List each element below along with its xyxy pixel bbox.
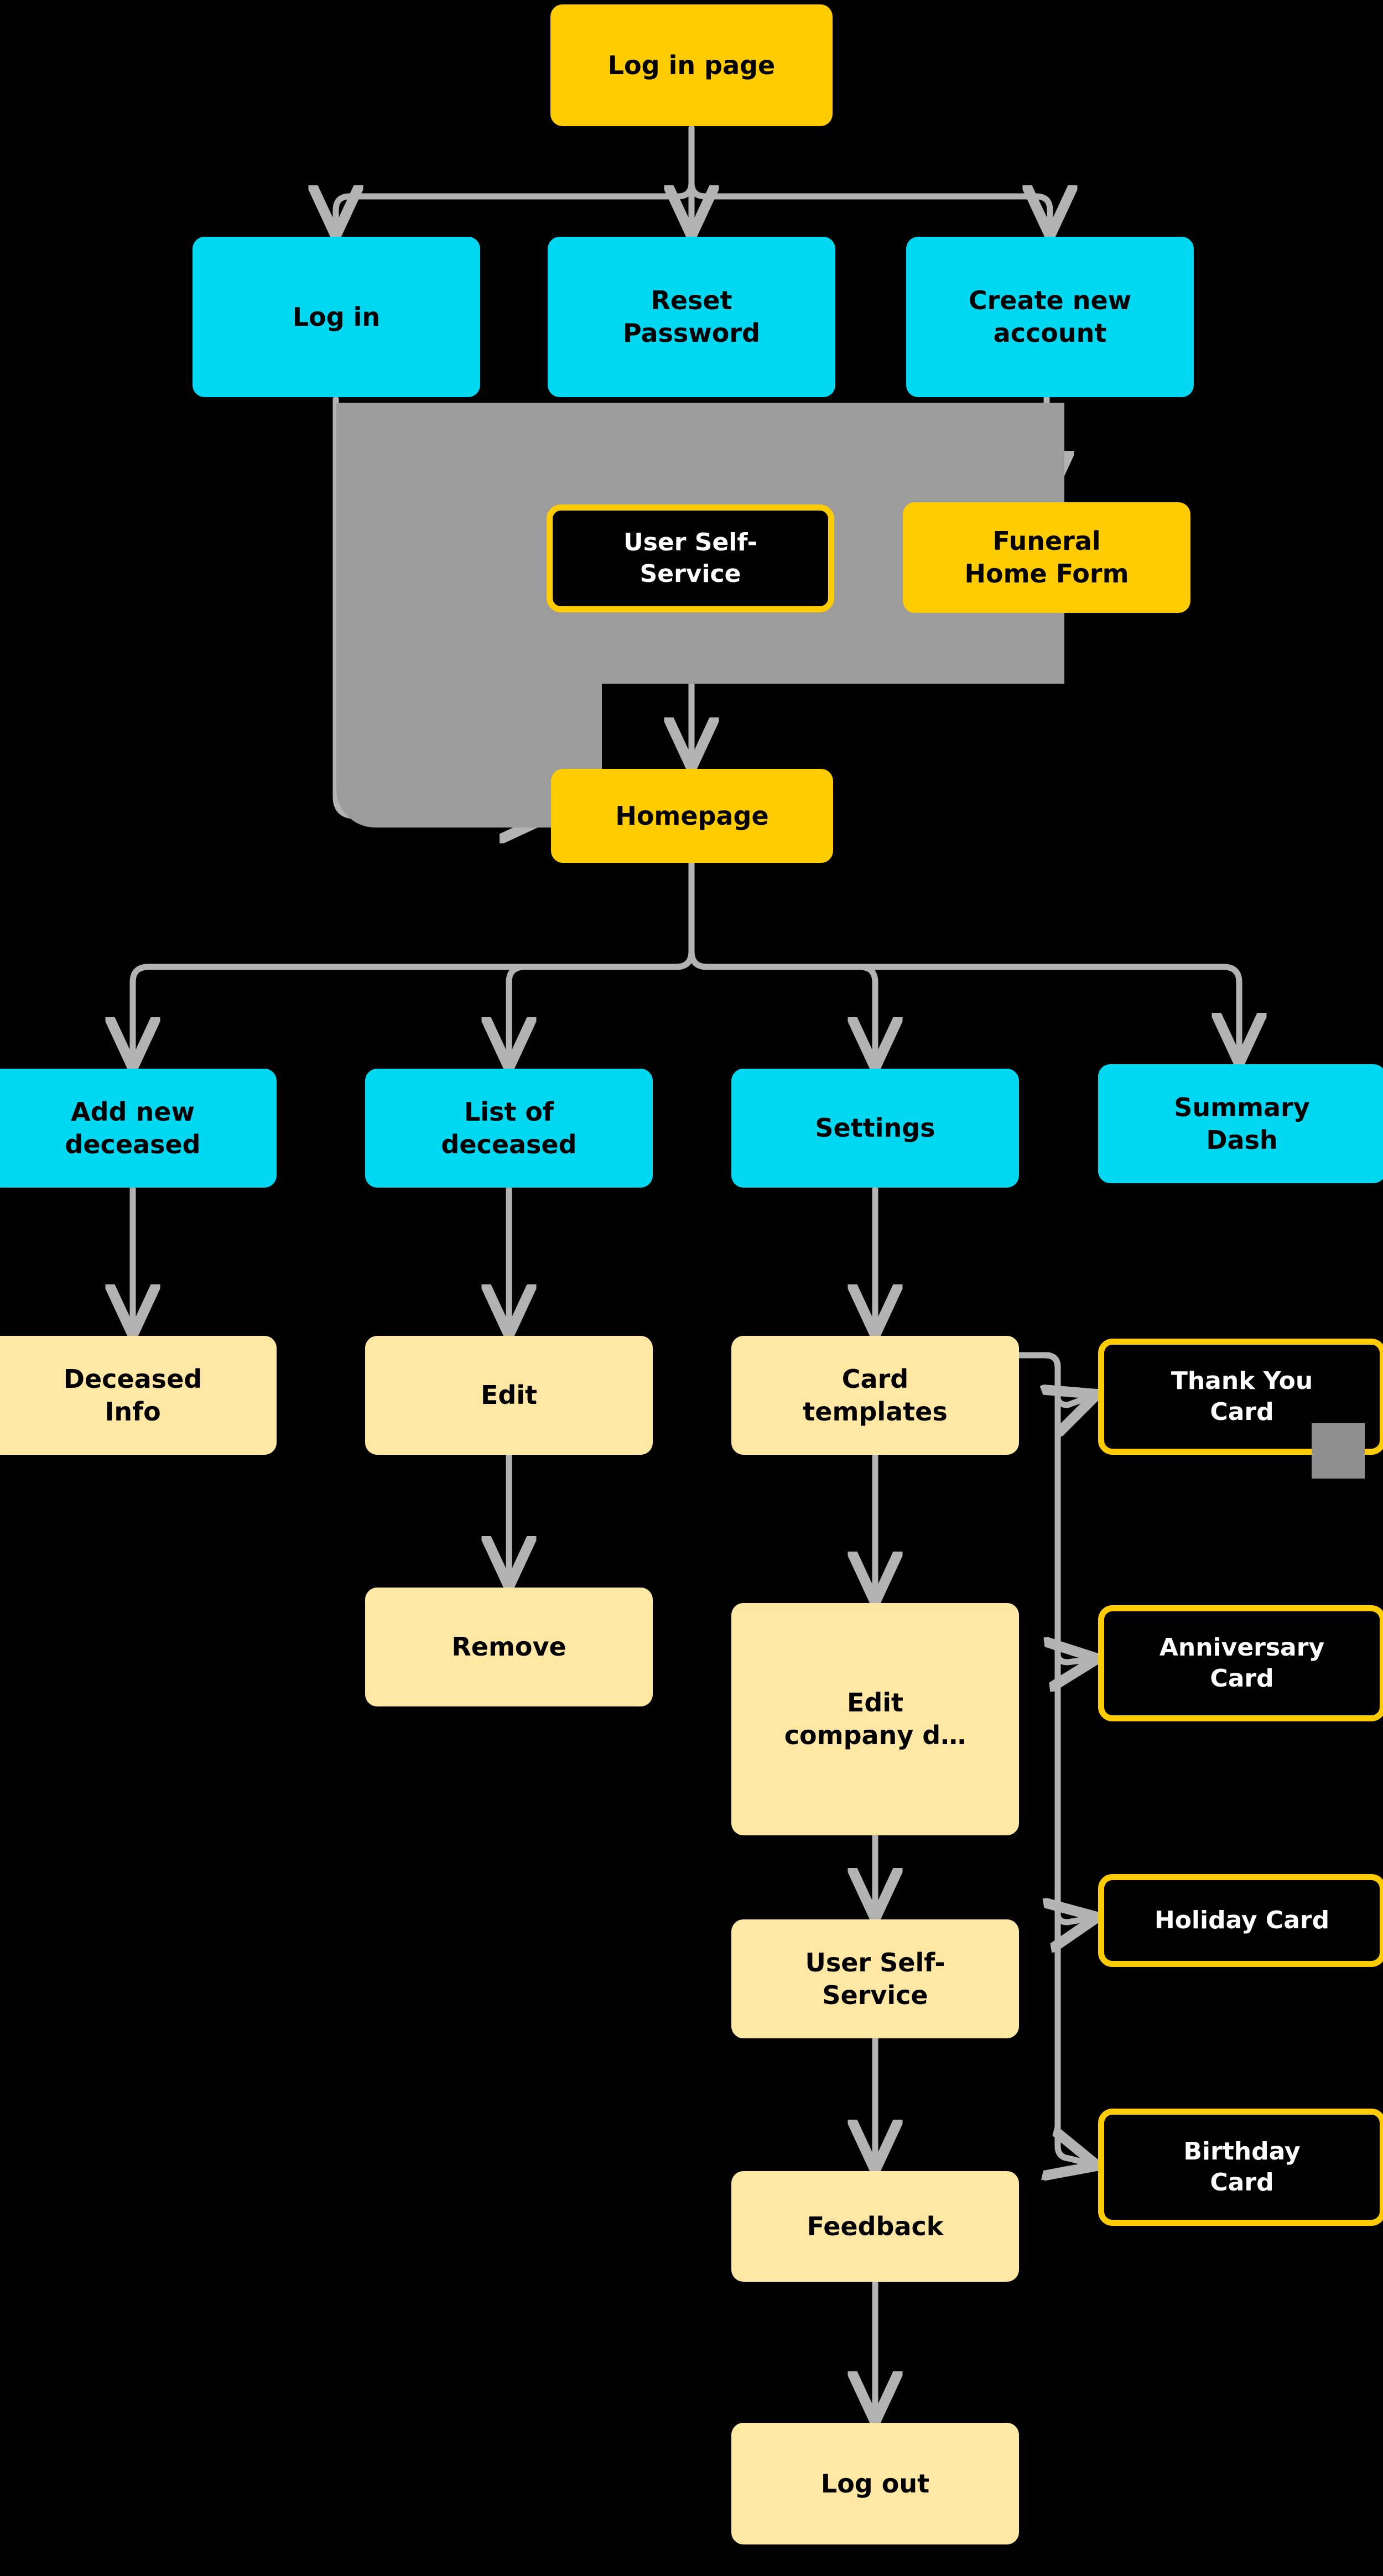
node-label: Card templates [803, 1364, 948, 1427]
node-label: Feedback [807, 2211, 944, 2241]
node-card-templates[interactable]: Card templates [731, 1336, 1019, 1455]
node-label: Log in [292, 301, 381, 332]
node-reset-password[interactable]: Reset Password [548, 237, 835, 397]
node-label: User Self- Service [623, 528, 758, 588]
node-edit[interactable]: Edit [365, 1336, 653, 1455]
node-anniversary-card[interactable]: Anniversary Card [1098, 1605, 1383, 1721]
node-label: Log out [820, 2468, 930, 2499]
node-birthday-card[interactable]: Birthday Card [1098, 2109, 1383, 2226]
node-label: Funeral Home Form [964, 526, 1129, 589]
node-remove[interactable]: Remove [365, 1588, 653, 1706]
node-log-out[interactable]: Log out [731, 2423, 1019, 2544]
node-edit-company-d[interactable]: Edit company d… [731, 1603, 1019, 1835]
node-label: Summary Dash [1174, 1092, 1310, 1155]
node-label: Log in page [607, 50, 776, 80]
node-homepage[interactable]: Homepage [551, 769, 833, 863]
node-holiday-card[interactable]: Holiday Card [1098, 1874, 1383, 1967]
node-deceased-info[interactable]: Deceased Info [0, 1336, 277, 1455]
node-label: Edit company d… [784, 1688, 966, 1750]
node-label: Deceased Info [63, 1364, 202, 1427]
node-label: List of deceased [441, 1096, 577, 1159]
node-log-in[interactable]: Log in [193, 237, 480, 397]
node-label: Create new account [968, 285, 1132, 348]
node-create-account[interactable]: Create new account [906, 237, 1194, 397]
node-label: Homepage [615, 800, 769, 831]
node-user-self-service-top[interactable]: User Self- Service [547, 504, 834, 612]
node-label: Anniversary Card [1159, 1633, 1325, 1693]
node-summary-dash[interactable]: Summary Dash [1098, 1064, 1383, 1183]
node-label: Holiday Card [1154, 1906, 1330, 1934]
node-thank-you-card[interactable]: Thank You Card [1098, 1339, 1383, 1455]
node-label: Remove [451, 1632, 566, 1662]
gray-rectangle-artifact [1312, 1423, 1365, 1479]
node-funeral-home-form[interactable]: Funeral Home Form [903, 502, 1190, 613]
node-label: Birthday Card [1183, 2137, 1301, 2197]
node-list-of-deceased[interactable]: List of deceased [365, 1069, 653, 1188]
node-label: Add new deceased [65, 1096, 201, 1159]
node-label: Edit [480, 1380, 538, 1411]
node-user-self-service-bottom[interactable]: User Self- Service [731, 1919, 1019, 2038]
node-label: Thank You Card [1171, 1366, 1313, 1426]
node-login-page[interactable]: Log in page [550, 4, 833, 126]
node-label: Reset Password [623, 285, 760, 348]
node-settings[interactable]: Settings [731, 1069, 1019, 1188]
node-label: Settings [815, 1113, 935, 1143]
node-feedback[interactable]: Feedback [731, 2171, 1019, 2282]
node-add-new-deceased[interactable]: Add new deceased [0, 1069, 277, 1188]
node-label: User Self- Service [805, 1947, 945, 2010]
